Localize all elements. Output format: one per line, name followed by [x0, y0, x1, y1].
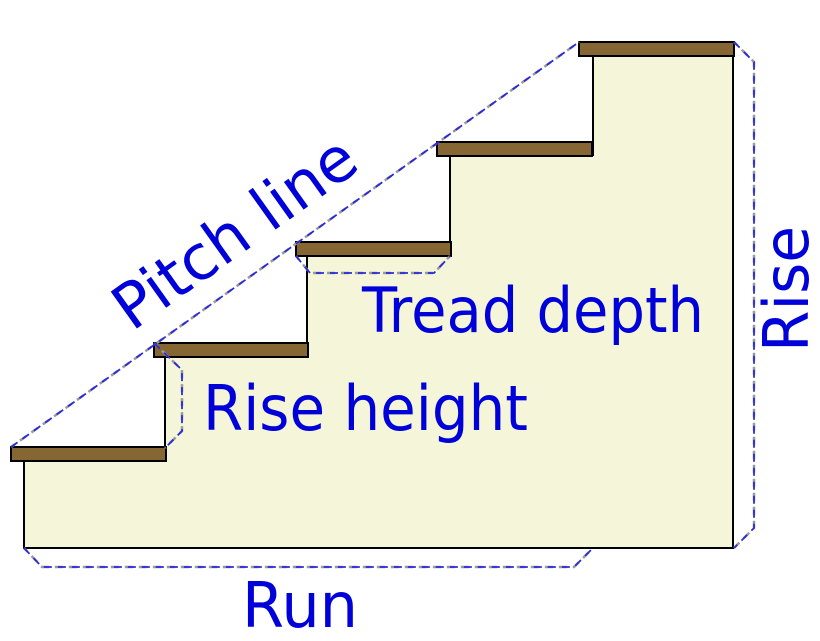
tread-1 [10, 446, 167, 462]
tread-depth-label: Tread depth [361, 274, 704, 347]
tread-3 [295, 241, 452, 257]
rise-height-guide [153, 342, 183, 449]
rise-guide [733, 41, 755, 549]
run-label: Run [242, 569, 358, 641]
tread-2 [153, 342, 309, 358]
tread-4 [436, 141, 593, 157]
pitch-line-guide [10, 41, 580, 448]
tread-depth-guide [295, 255, 451, 274]
rise-height-label: Rise height [203, 372, 528, 445]
rise-label: Rise [750, 226, 820, 352]
tread-5 [578, 41, 735, 57]
run-guide [23, 547, 594, 568]
dimension-guides [10, 41, 755, 568]
